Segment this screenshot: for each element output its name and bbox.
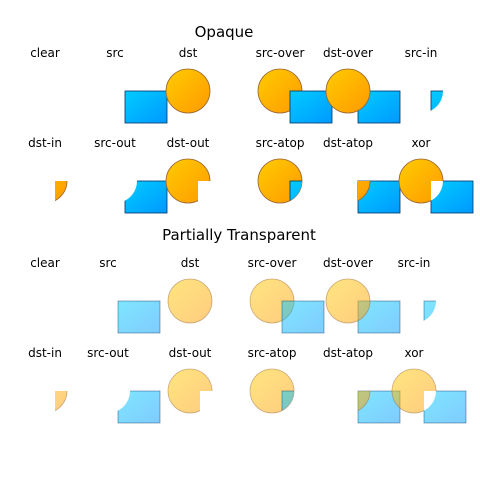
op-label-src-in: src-in — [398, 256, 431, 270]
op-label-src-atop: src-atop — [248, 346, 297, 360]
src-rect — [430, 90, 443, 113]
src-rect — [289, 180, 302, 203]
composite-src-in — [423, 300, 436, 323]
op-label-dst-in: dst-in — [28, 136, 62, 150]
op-label-src-in: src-in — [405, 46, 438, 60]
op-label-dst: dst — [181, 256, 200, 270]
src-rect — [430, 180, 474, 214]
dst-circle — [358, 181, 371, 202]
op-label-dst-atop: dst-atop — [323, 136, 373, 150]
src-rect — [117, 300, 161, 334]
composite-dst-atop — [357, 390, 401, 424]
composite-src-out — [124, 180, 168, 214]
src-rect — [124, 180, 168, 214]
composite-dst — [165, 68, 211, 114]
composite-xor — [391, 368, 467, 424]
src-rect — [281, 300, 325, 334]
op-label-dst-over: dst-over — [323, 256, 373, 270]
composite-xor — [398, 158, 474, 214]
composite-dst-in — [55, 181, 68, 202]
op-label-dst-over: dst-over — [323, 46, 373, 60]
dst-circle — [325, 68, 371, 114]
src-rect — [124, 90, 168, 124]
src-rect — [423, 390, 467, 424]
op-label-src: src — [99, 256, 117, 270]
composite-src — [124, 90, 168, 124]
src-rect — [281, 390, 294, 413]
composite-src-over — [249, 278, 325, 334]
dst-circle — [325, 278, 371, 324]
dst-circle — [358, 391, 371, 412]
composite-src-atop — [249, 368, 295, 414]
dst-circle — [55, 181, 68, 202]
op-label-dst-out: dst-out — [169, 346, 212, 360]
composite-src-over — [257, 68, 333, 124]
section-0: clear src dst src-over dst-over src-in dst-in s… — [28, 46, 474, 214]
src-rect — [117, 390, 161, 424]
src-rect — [289, 90, 333, 124]
composite-dst-in — [55, 391, 68, 412]
composite-dst-out — [165, 158, 211, 204]
op-label-dst-out: dst-out — [167, 136, 210, 150]
section-1: clear src dst src-over dst-over src-in dst-in s… — [28, 256, 467, 424]
composite-dst-over — [325, 68, 401, 124]
section-title-partially-transparent: Partially Transparent — [162, 226, 316, 244]
op-label-src-over: src-over — [256, 46, 305, 60]
op-label-dst-atop: dst-atop — [323, 346, 373, 360]
composite-dst — [167, 278, 213, 324]
dst-circle — [167, 278, 213, 324]
op-label-xor: xor — [411, 136, 430, 150]
src-rect — [423, 300, 436, 323]
op-label-src-out: src-out — [87, 346, 129, 360]
op-label-dst: dst — [179, 46, 198, 60]
composite-dst-out — [167, 368, 213, 414]
composite-dst-over — [325, 278, 401, 334]
op-label-xor: xor — [404, 346, 423, 360]
op-label-clear: clear — [30, 256, 60, 270]
composite-src — [117, 300, 161, 334]
composite-src-in — [430, 90, 443, 113]
composite-dst-atop — [357, 180, 401, 214]
op-label-src: src — [106, 46, 124, 60]
op-label-clear: clear — [30, 46, 60, 60]
dst-circle — [165, 68, 211, 114]
composite-src-out — [117, 390, 161, 424]
dst-circle — [167, 368, 213, 414]
composite-src-atop — [257, 158, 303, 204]
dst-circle — [55, 391, 68, 412]
section-title-opaque: Opaque — [195, 23, 254, 41]
op-label-dst-in: dst-in — [28, 346, 62, 360]
dst-circle — [165, 158, 211, 204]
op-label-src-over: src-over — [248, 256, 297, 270]
op-label-src-out: src-out — [94, 136, 136, 150]
op-label-src-atop: src-atop — [256, 136, 305, 150]
